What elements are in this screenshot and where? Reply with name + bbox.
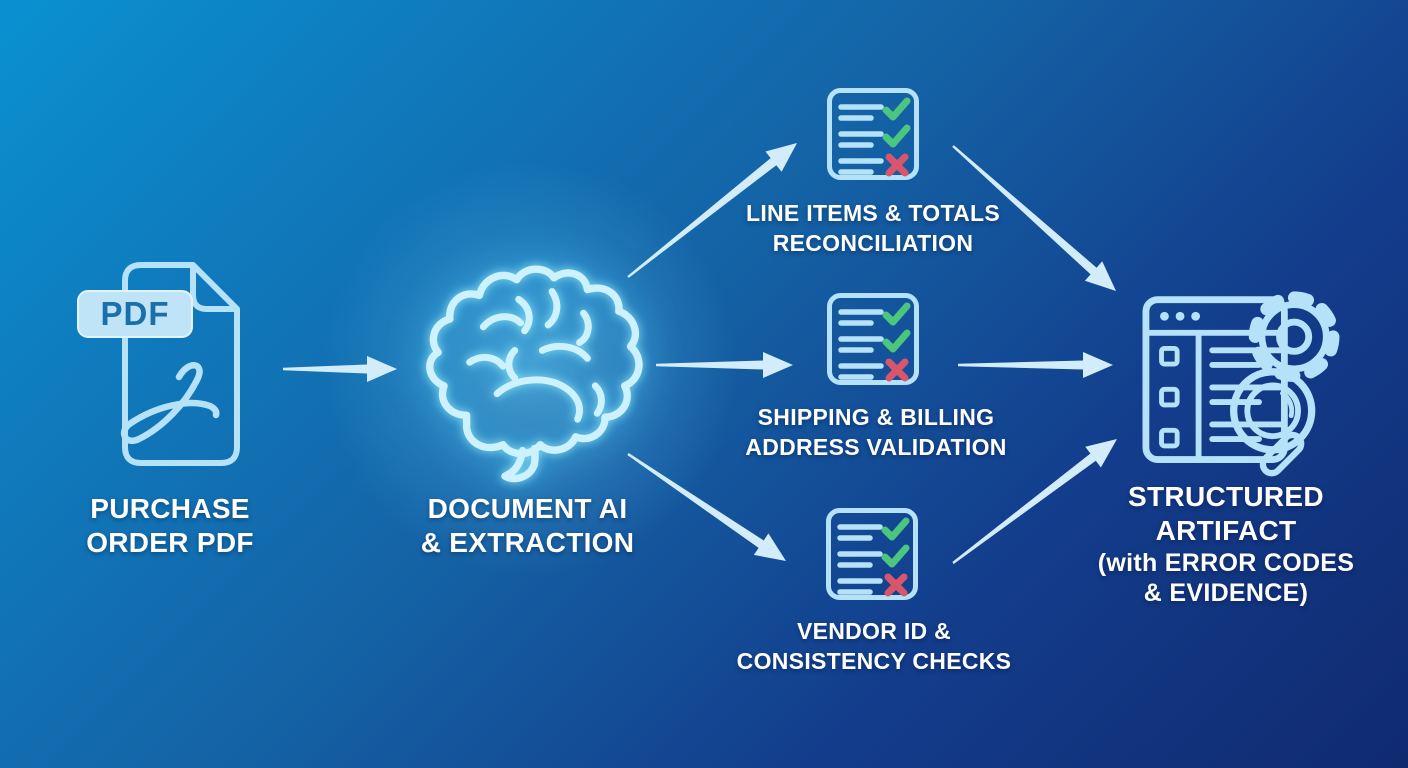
check-icon (881, 544, 910, 568)
label-line: LINE ITEMS & TOTALS (745, 200, 1001, 226)
cross-icon (884, 573, 908, 597)
label-line: DOCUMENT AI (427, 493, 628, 524)
label-document-ai-extraction: DOCUMENT AI & EXTRACTION (380, 492, 675, 560)
label-line: VENDOR ID & (796, 618, 952, 644)
label-shipping-billing: SHIPPING & BILLING ADDRESS VALIDATION (731, 402, 1021, 462)
label-line: ORDER PDF (86, 527, 254, 558)
check-icon (881, 517, 910, 541)
pdf-document-icon: PDF (77, 262, 240, 466)
label-line: & EVIDENCE) (1143, 579, 1309, 607)
label-line: & EXTRACTION (420, 527, 635, 558)
label-line: STRUCTURED (1128, 481, 1324, 512)
label-line: RECONCILIATION (772, 230, 974, 256)
checklist-icon (827, 293, 919, 385)
checklist-icon (827, 88, 919, 180)
label-structured-artifact: STRUCTURED ARTIFACT (with ERROR CODES & … (1091, 480, 1361, 608)
pdf-badge-text: PDF (101, 295, 170, 332)
structured-artifact-icon (1142, 291, 1340, 477)
label-line: ADDRESS VALIDATION (745, 434, 1007, 460)
check-icon (882, 302, 911, 326)
cross-icon (885, 358, 909, 382)
cross-icon (885, 153, 909, 177)
label-line: (with ERROR CODES (1097, 549, 1355, 577)
label-line: SHIPPING & BILLING (757, 404, 995, 430)
check-icon (882, 329, 911, 353)
magnifier-icon (1230, 368, 1316, 477)
arrow-shipping-billing-address-validation-to-structured-artifact (958, 352, 1113, 378)
pdf-badge (77, 290, 193, 338)
arrow-document-ai-extraction-to-shipping-billing-address-validation (656, 352, 793, 378)
check-icon (882, 97, 911, 121)
checklist-icon (826, 508, 918, 600)
check-icon (882, 124, 911, 148)
label-line: ARTIFACT (1155, 515, 1297, 546)
arrow-purchase-order-pdf-to-document-ai-extraction (283, 356, 397, 382)
label-line: CONSISTENCY CHECKS (736, 648, 1012, 674)
label-line: PURCHASE (90, 493, 250, 524)
label-vendor-id-consistency: VENDOR ID & CONSISTENCY CHECKS (729, 616, 1019, 676)
label-purchase-order-pdf: PURCHASE ORDER PDF (35, 492, 305, 560)
label-line-items-totals: LINE ITEMS & TOTALS RECONCILIATION (728, 198, 1018, 258)
gear-icon (1248, 291, 1340, 383)
brain-icon (426, 265, 643, 483)
